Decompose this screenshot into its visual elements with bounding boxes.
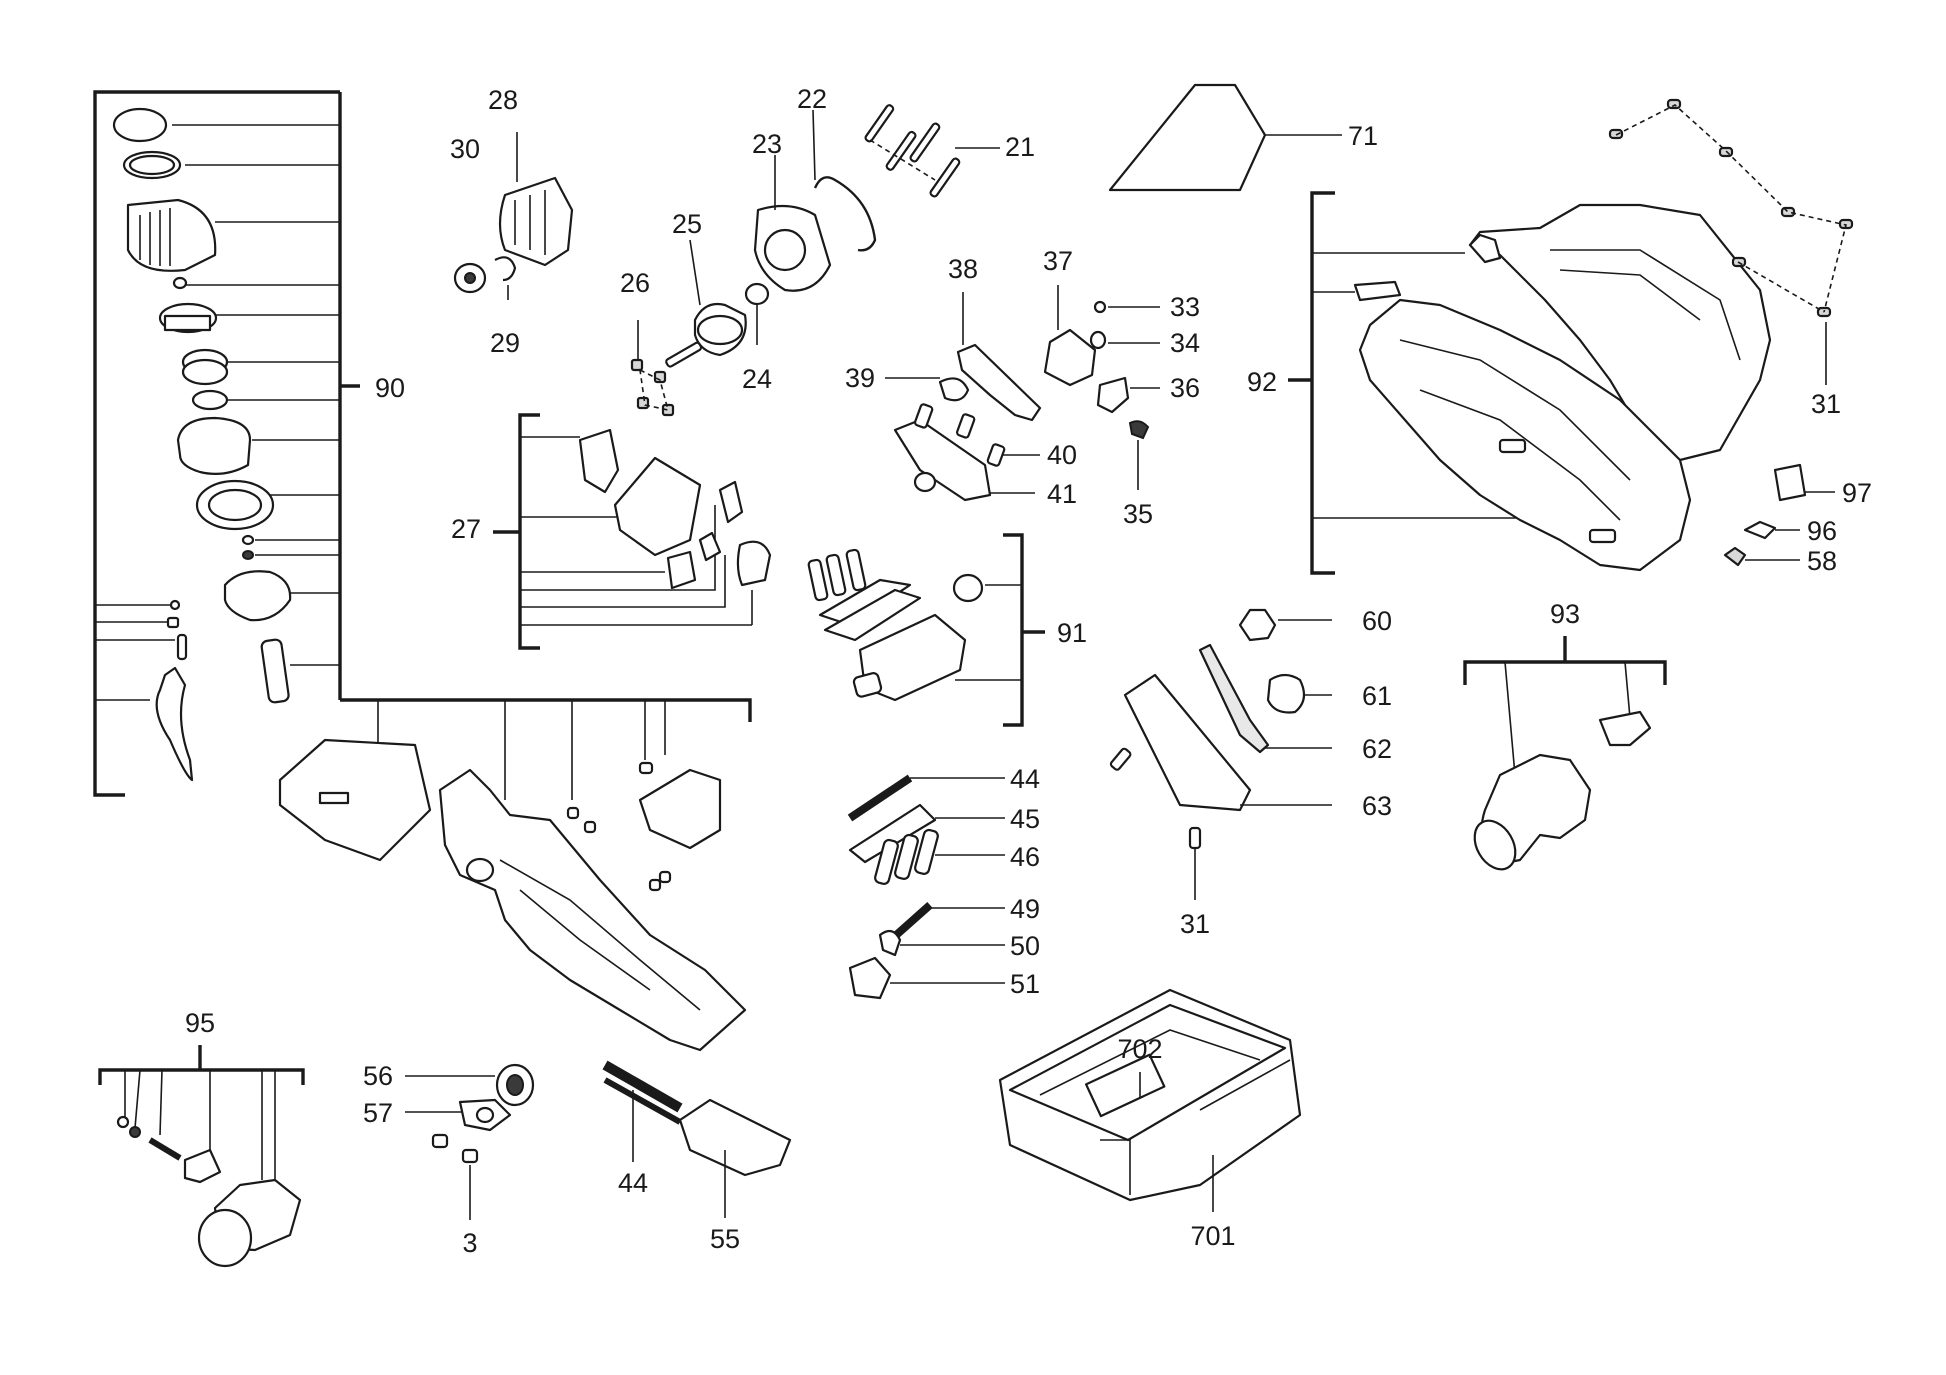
label-55: 55 <box>710 1224 740 1254</box>
label-44a: 44 <box>1010 764 1040 794</box>
label-21: 21 <box>1005 132 1035 162</box>
label-58: 58 <box>1807 546 1837 576</box>
part-71-sheet <box>1108 83 1342 192</box>
part-number-labels: 28 30 29 22 21 23 25 26 24 27 90 38 37 3… <box>185 84 1872 1258</box>
label-95: 95 <box>185 1008 215 1038</box>
label-90: 90 <box>375 373 405 403</box>
label-36: 36 <box>1170 373 1200 403</box>
label-92: 92 <box>1247 367 1277 397</box>
assembly-group-27 <box>493 413 772 650</box>
label-22: 22 <box>797 84 827 114</box>
label-63: 63 <box>1362 791 1392 821</box>
label-24: 24 <box>742 364 772 394</box>
carry-case <box>998 988 1302 1212</box>
label-25: 25 <box>672 209 702 239</box>
label-28: 28 <box>488 85 518 115</box>
label-39: 39 <box>845 363 875 393</box>
label-60: 60 <box>1362 606 1392 636</box>
label-702: 702 <box>1117 1034 1162 1064</box>
label-37: 37 <box>1043 246 1073 276</box>
base-parts-cluster <box>278 738 792 1218</box>
assembly-group-90 <box>93 90 752 800</box>
label-61: 61 <box>1362 681 1392 711</box>
label-30: 30 <box>450 134 480 164</box>
label-26: 26 <box>620 268 650 298</box>
blade-parts-cluster <box>847 774 1005 1000</box>
label-44b: 44 <box>618 1168 648 1198</box>
belt-drive-cluster <box>1109 608 1332 900</box>
label-33: 33 <box>1170 292 1200 322</box>
label-57: 57 <box>363 1098 393 1128</box>
label-93: 93 <box>1550 599 1580 629</box>
label-31b: 31 <box>1180 909 1210 939</box>
label-91: 91 <box>1057 618 1087 648</box>
label-31a: 31 <box>1811 389 1841 419</box>
label-29: 29 <box>490 328 520 358</box>
label-41: 41 <box>1047 479 1077 509</box>
label-38: 38 <box>948 254 978 284</box>
label-46: 46 <box>1010 842 1040 872</box>
label-701: 701 <box>1190 1221 1235 1251</box>
label-56: 56 <box>363 1061 393 1091</box>
label-34: 34 <box>1170 328 1200 358</box>
label-45: 45 <box>1010 804 1040 834</box>
label-35: 35 <box>1123 499 1153 529</box>
label-96: 96 <box>1807 516 1837 546</box>
switch-parts-cluster <box>885 285 1160 502</box>
label-97: 97 <box>1842 478 1872 508</box>
label-40: 40 <box>1047 440 1077 470</box>
bearing-parts-cluster <box>405 1063 535 1220</box>
label-62: 62 <box>1362 734 1392 764</box>
label-27: 27 <box>451 514 481 544</box>
assembly-group-95 <box>98 1045 305 1268</box>
label-51: 51 <box>1010 969 1040 999</box>
assembly-group-93 <box>1463 636 1667 871</box>
label-23: 23 <box>752 129 782 159</box>
assembly-group-92 <box>1288 98 1854 575</box>
assembly-group-91 <box>807 533 1045 727</box>
label-3: 3 <box>462 1228 477 1258</box>
label-49: 49 <box>1010 894 1040 924</box>
motor-parts-cluster <box>453 104 1000 417</box>
label-71: 71 <box>1348 121 1378 151</box>
label-50: 50 <box>1010 931 1040 961</box>
